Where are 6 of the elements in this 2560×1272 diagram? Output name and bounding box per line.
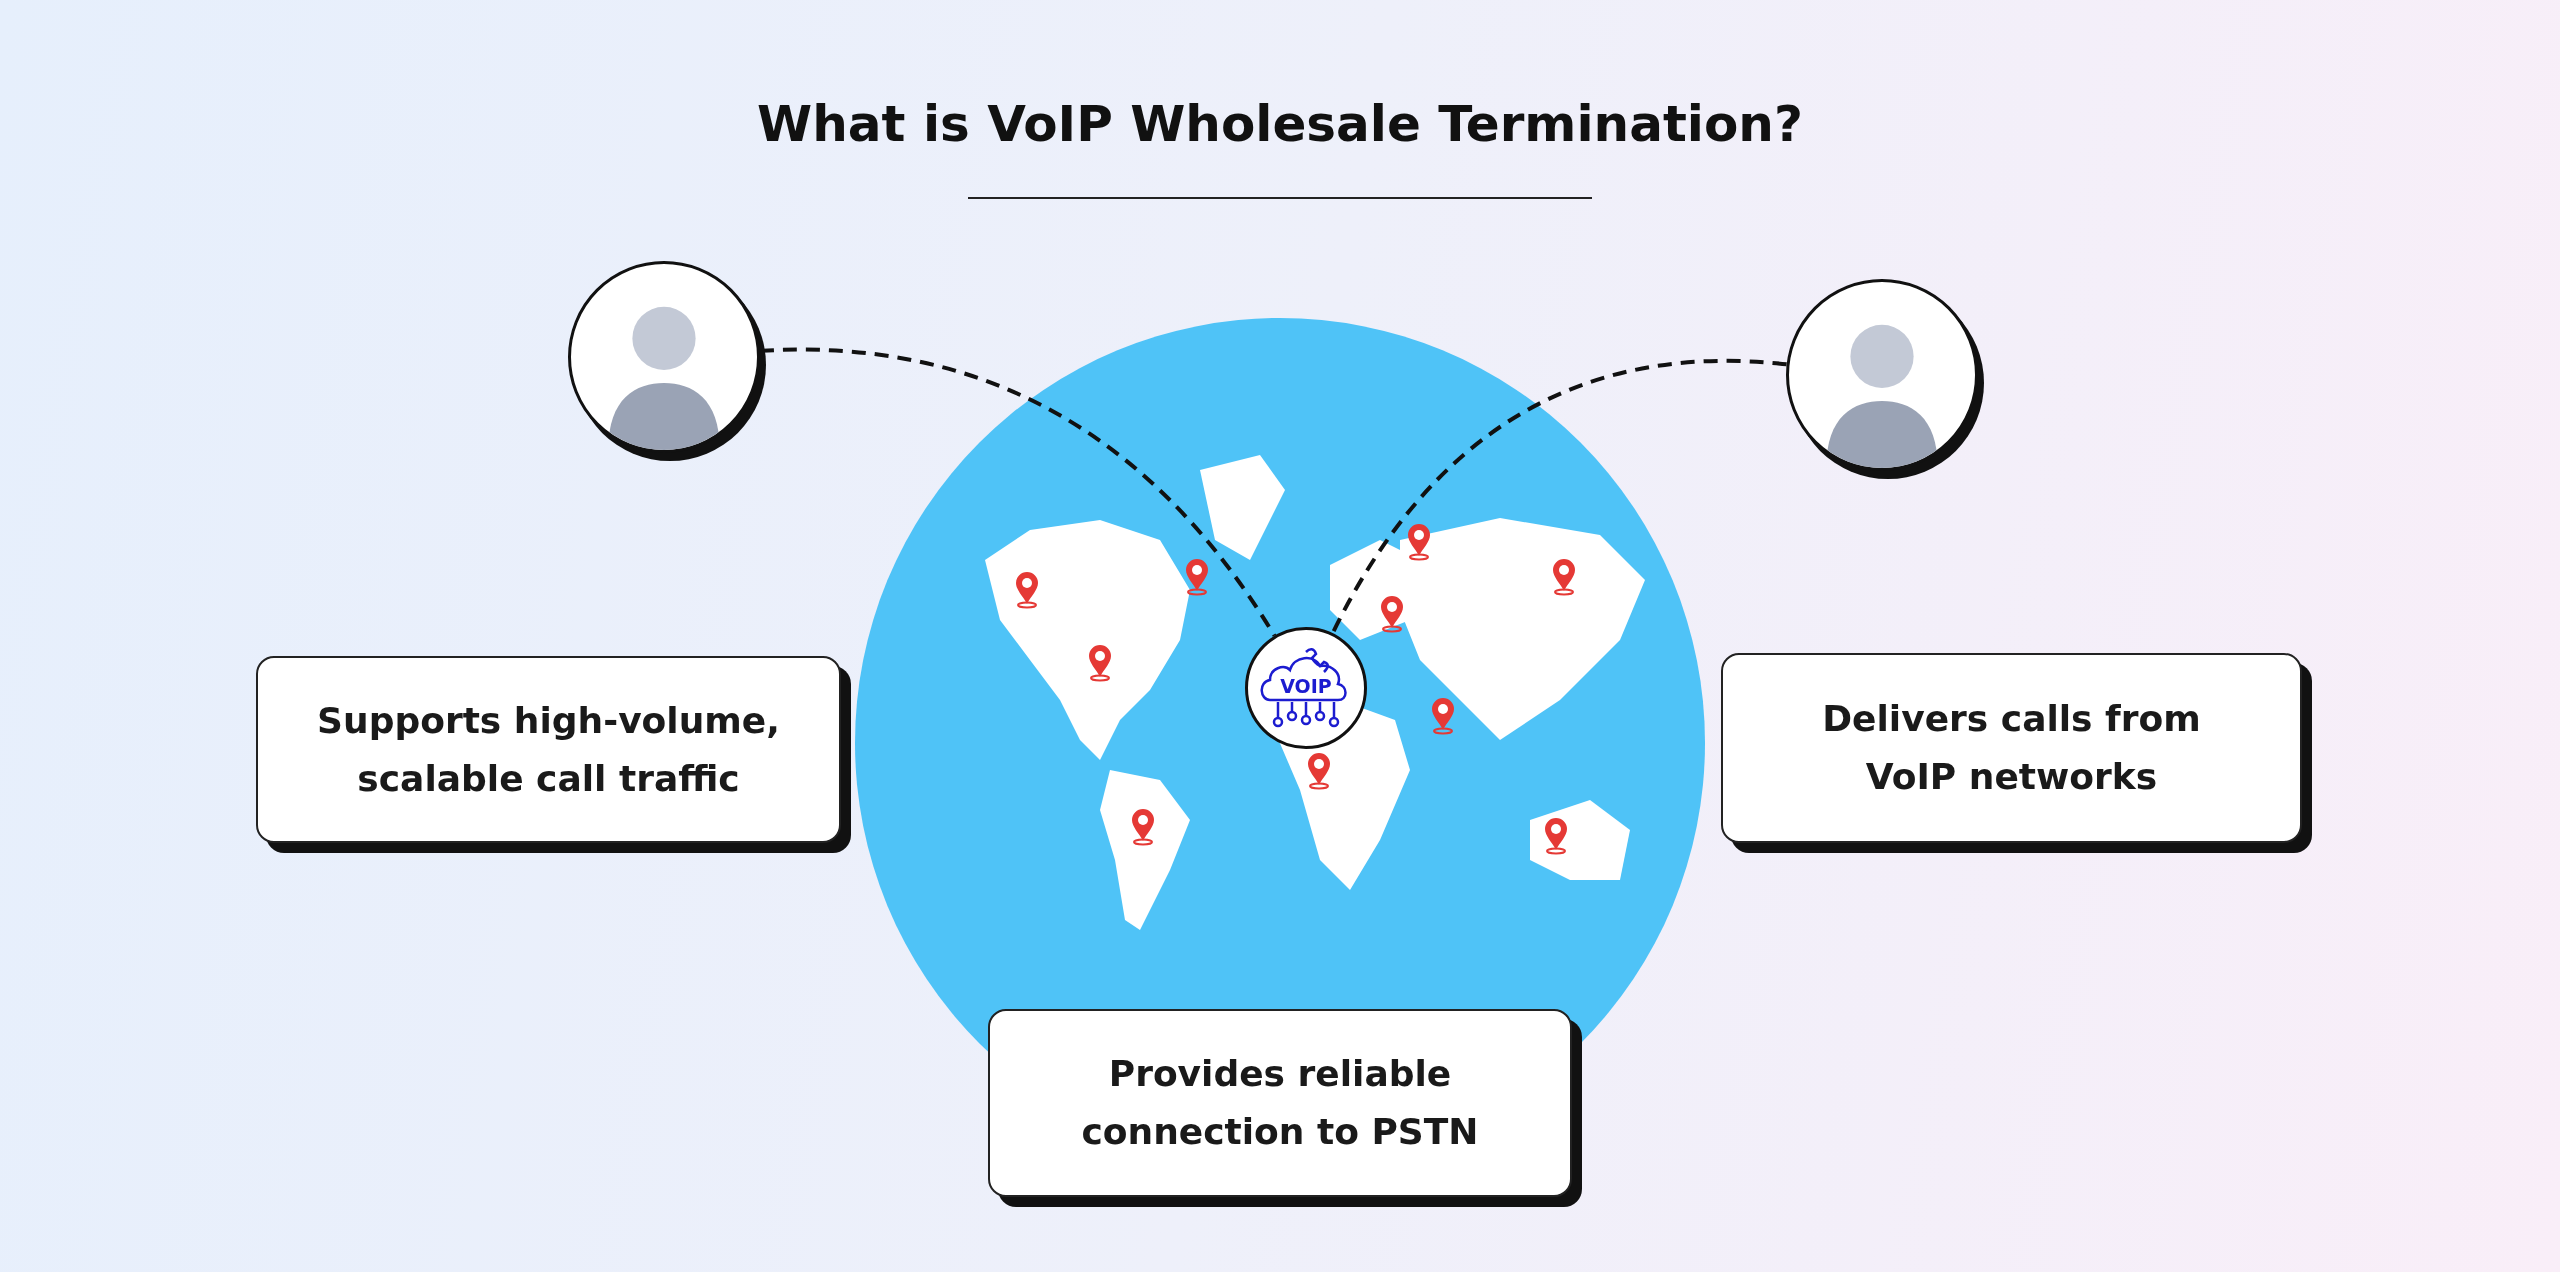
- card-text: Supports high-volume, scalable call traffic: [316, 698, 781, 801]
- dashed-connector: [1330, 359, 1787, 635]
- card-text: Delivers calls from VoIP networks: [1821, 697, 2202, 799]
- icon-label: VOIP: [1279, 675, 1333, 697]
- title: What is VoIP Wholesale Termination?: [757, 95, 1803, 153]
- card-text: Provides reliable connection to PSTN: [1080, 1052, 1480, 1154]
